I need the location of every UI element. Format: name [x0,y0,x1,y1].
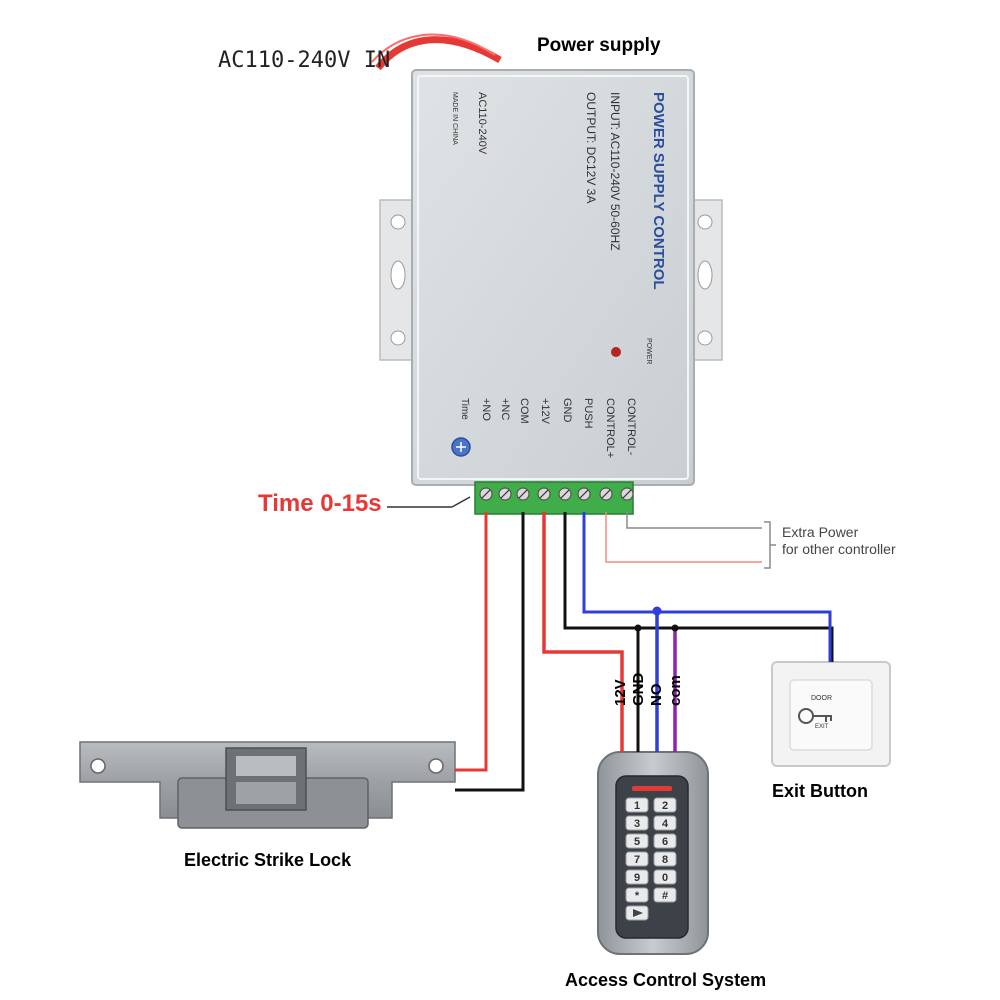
keypad-key-label: * [635,890,640,902]
keypad-key-label: 4 [662,818,669,830]
terminal-label: +NO [480,398,492,421]
terminal-label: CONTROL+ [604,398,616,459]
wire-lock-com [455,512,525,792]
terminal-block [474,481,634,515]
time-knob-label: Time [459,398,470,420]
terminal-label: CONTROL- [625,398,637,456]
access-control-label: Access Control System [565,970,767,990]
wire-gnd [563,512,834,662]
keypad-key[interactable] [653,887,677,903]
keypad-key-label: 1 [634,800,640,812]
power-box-input: INPUT: AC110-240V 50-60HZ [608,92,622,251]
terminal-label: GND [561,398,573,423]
power-led [611,347,621,357]
keypad-key-label: 3 [634,818,640,830]
power-supply-title: Power supply [537,35,661,56]
keypad-key-label: 6 [662,836,668,848]
extra-power-label: Extra Power for other controller [782,524,896,558]
keypad-key[interactable] [625,797,649,813]
keypad-key[interactable] [625,887,649,903]
wire-label-gnd: GND [630,672,647,706]
access-control-keypad: 1 2 3 4 5 6 7 8 9 0 * # [597,751,709,955]
ac-input-cable [371,33,502,71]
keypad-key[interactable] [653,797,677,813]
keypad-key-label: 2 [662,800,668,812]
terminal-label: COM [518,398,530,424]
power-box-made-in: MADE IN CHINA [451,92,458,145]
exit-plate-exit: EXIT [815,724,829,730]
keypad-key-label: 7 [634,854,640,866]
strike-lock-label: Electric Strike Lock [184,850,352,870]
terminal-label: +NC [499,398,511,421]
extra-power-brace [764,521,776,569]
wire-label-com: com [667,675,684,706]
exit-button-label: Exit Button [772,781,868,801]
wire-label-no: NO [648,683,665,707]
keypad-key-label: 8 [662,854,668,866]
keypad-keys: 1 2 3 4 5 6 7 8 9 0 * # [625,797,677,921]
power-box-brand: POWER SUPPLY CONTROL [650,92,667,290]
wire-keypad-12v [542,512,624,752]
keypad-key[interactable] [653,851,677,867]
power-supply-unit [411,69,695,486]
wire-push [582,512,832,662]
terminal-screws [479,487,634,501]
keypad-key-label: # [662,890,668,902]
terminal-label: PUSH [582,398,594,429]
keypad-key[interactable] [625,815,649,831]
extra-power-lead-neg [626,512,762,529]
exit-button-device[interactable] [771,661,891,767]
keypad-key-label: 5 [634,836,640,848]
wiring [387,496,834,792]
extra-power-line1: Extra Power [782,524,859,540]
power-box-output: OUTPUT: DC12V 3A [584,92,598,204]
keypad-key[interactable] [653,815,677,831]
keypad-key-label: 0 [662,872,668,884]
power-led-label: POWER [645,338,652,365]
time-range-label: Time 0-15s [258,490,382,517]
keypad-key[interactable] [625,833,649,849]
power-box-ac-label: AC110-240V [476,92,488,155]
electric-strike-lock [79,741,456,829]
bell-icon [633,909,643,917]
ac-input-label: AC110-240V IN [218,48,391,73]
keypad-key[interactable] [653,833,677,849]
terminal-label: +12V [539,398,551,424]
mounting-bracket-left [379,199,417,361]
keypad-key[interactable] [625,869,649,885]
extra-power-lead-pos [605,512,762,563]
keypad-key[interactable] [625,851,649,867]
wire-label-12v: 12V [612,679,629,706]
keypad-key-label: 9 [634,872,640,884]
wire-lock-no [455,512,488,772]
exit-plate-door: DOOR [811,695,832,702]
keypad-key[interactable] [653,869,677,885]
extra-power-line2: for other controller [782,541,896,557]
